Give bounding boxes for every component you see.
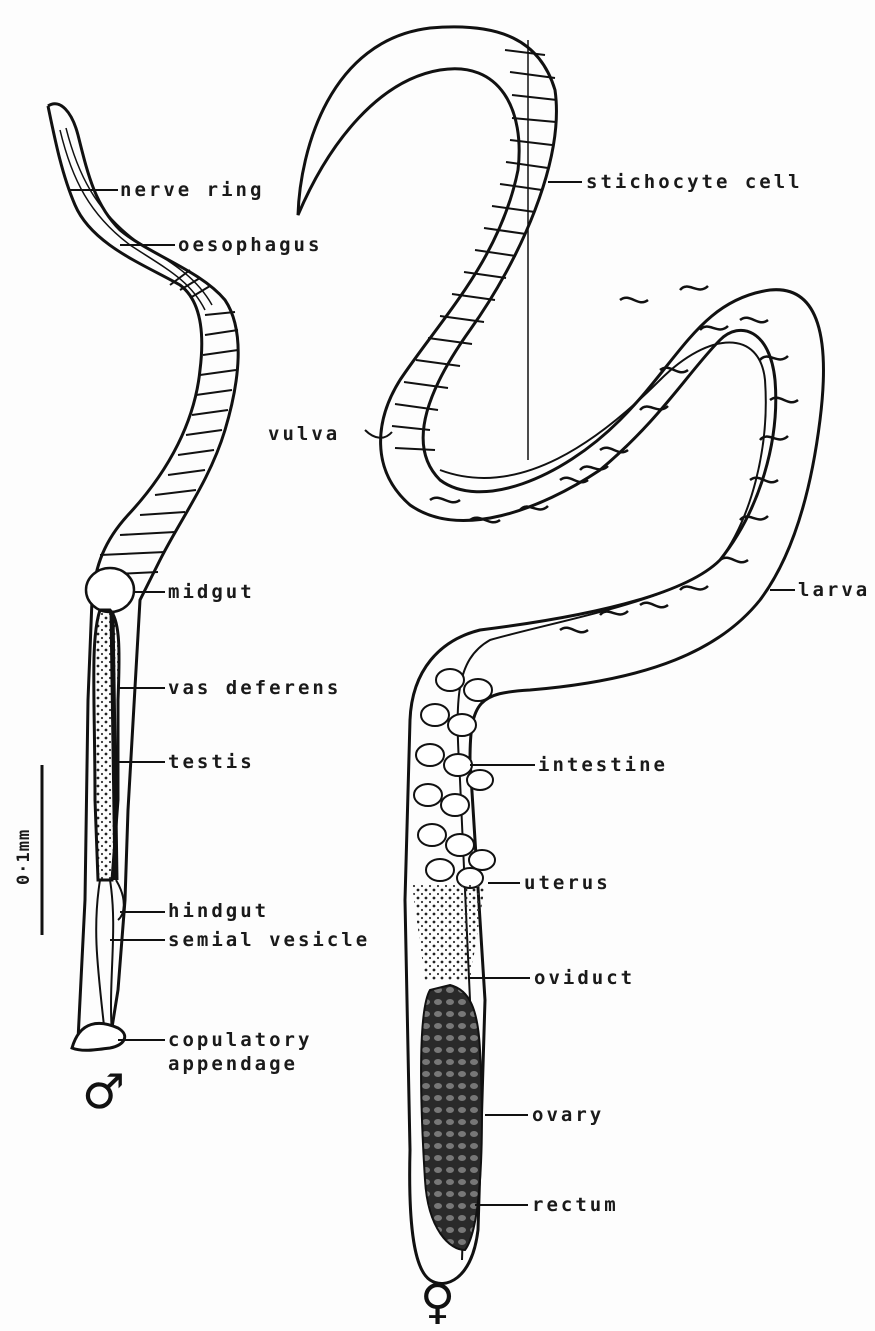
label-vas-deferens: vas deferens (168, 677, 341, 699)
label-nerve-ring: nerve ring (120, 179, 264, 201)
label-hindgut: hindgut (168, 900, 269, 922)
male-midgut (86, 568, 134, 612)
label-appendage: appendage (168, 1053, 298, 1075)
label-larva: larva (798, 579, 870, 601)
female-symbol-icon: ♀ (420, 1278, 455, 1326)
label-midgut: midgut (168, 581, 255, 603)
label-intestine: intestine (538, 754, 668, 776)
label-rectum: rectum (532, 1194, 619, 1216)
label-oviduct: oviduct (534, 967, 635, 989)
label-semial-vesicle: semial vesicle (168, 929, 370, 951)
label-uterus: uterus (524, 872, 611, 894)
female-ovary (421, 985, 482, 1250)
label-copulatory: copulatory (168, 1029, 312, 1051)
scale-bar-label: 0·1mm (14, 829, 34, 885)
label-stichocyte-cell: stichocyte cell (586, 171, 803, 193)
female-worm (298, 27, 823, 1284)
female-stichocytes (392, 40, 557, 460)
label-oesophagus: oesophagus (178, 234, 322, 256)
male-symbol-icon: ♂ (82, 1068, 125, 1116)
label-ovary: ovary (532, 1104, 604, 1126)
label-testis: testis (168, 751, 255, 773)
label-vulva: vulva (268, 423, 340, 445)
female-oviduct (412, 885, 485, 980)
